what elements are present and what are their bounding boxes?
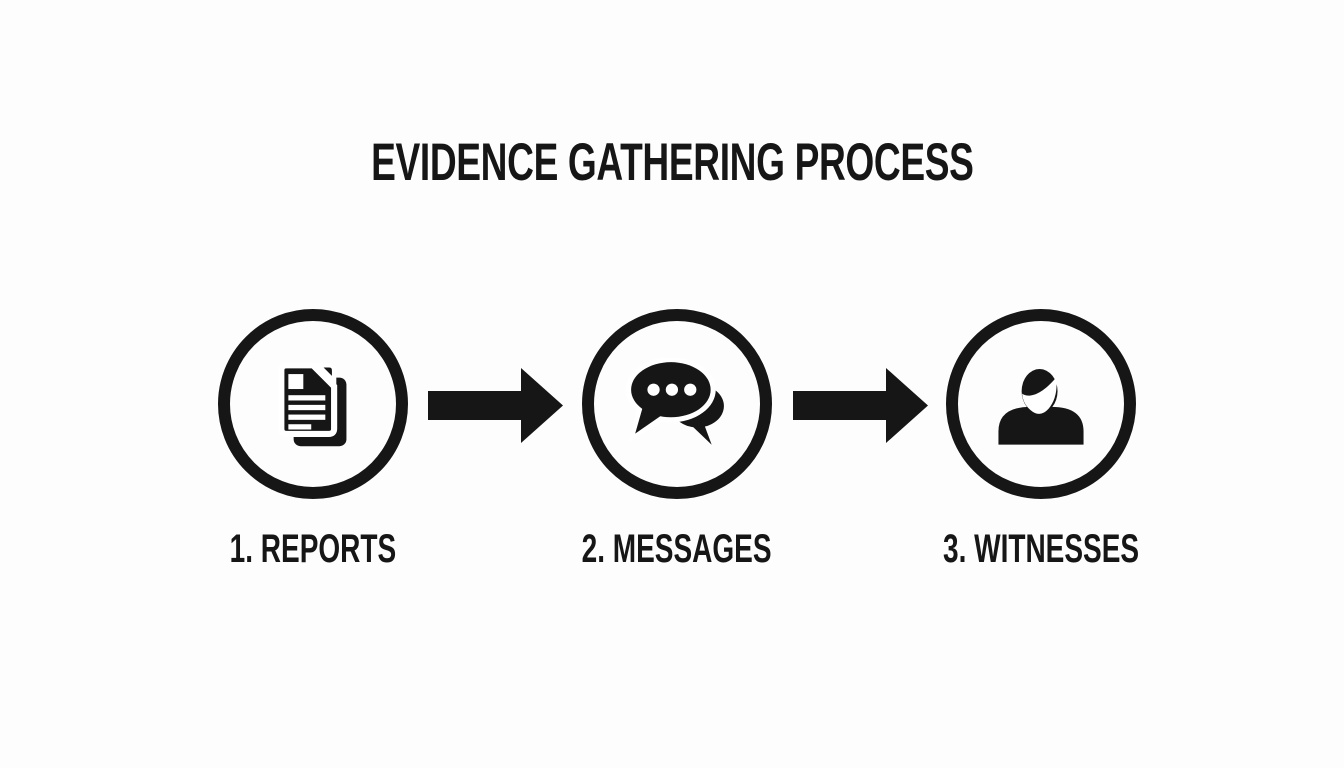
- documents-icon: [278, 362, 347, 447]
- page-title-text: EVIDENCE GATHERING PROCESS: [370, 133, 974, 192]
- step-label-messages-text: 2. MESSAGES: [582, 527, 772, 571]
- step-node-witnesses: [946, 309, 1136, 499]
- page-title: EVIDENCE GATHERING PROCESS: [0, 136, 1344, 189]
- step-label-messages: 2. MESSAGES: [507, 527, 847, 571]
- step-label-witnesses: 3. WITNESSES: [871, 527, 1211, 571]
- step-label-reports-text: 1. REPORTS: [229, 527, 397, 571]
- step-label-reports: 1. REPORTS: [143, 527, 483, 571]
- step-node-reports: [218, 309, 408, 499]
- step-label-witnesses-text: 3. WITNESSES: [942, 527, 1140, 571]
- step-node-messages: [582, 309, 772, 499]
- chat-bubbles-icon: [626, 358, 724, 445]
- person-icon: [998, 369, 1084, 445]
- arrow-right-icon: [428, 368, 563, 443]
- arrow-right-icon: [793, 368, 928, 443]
